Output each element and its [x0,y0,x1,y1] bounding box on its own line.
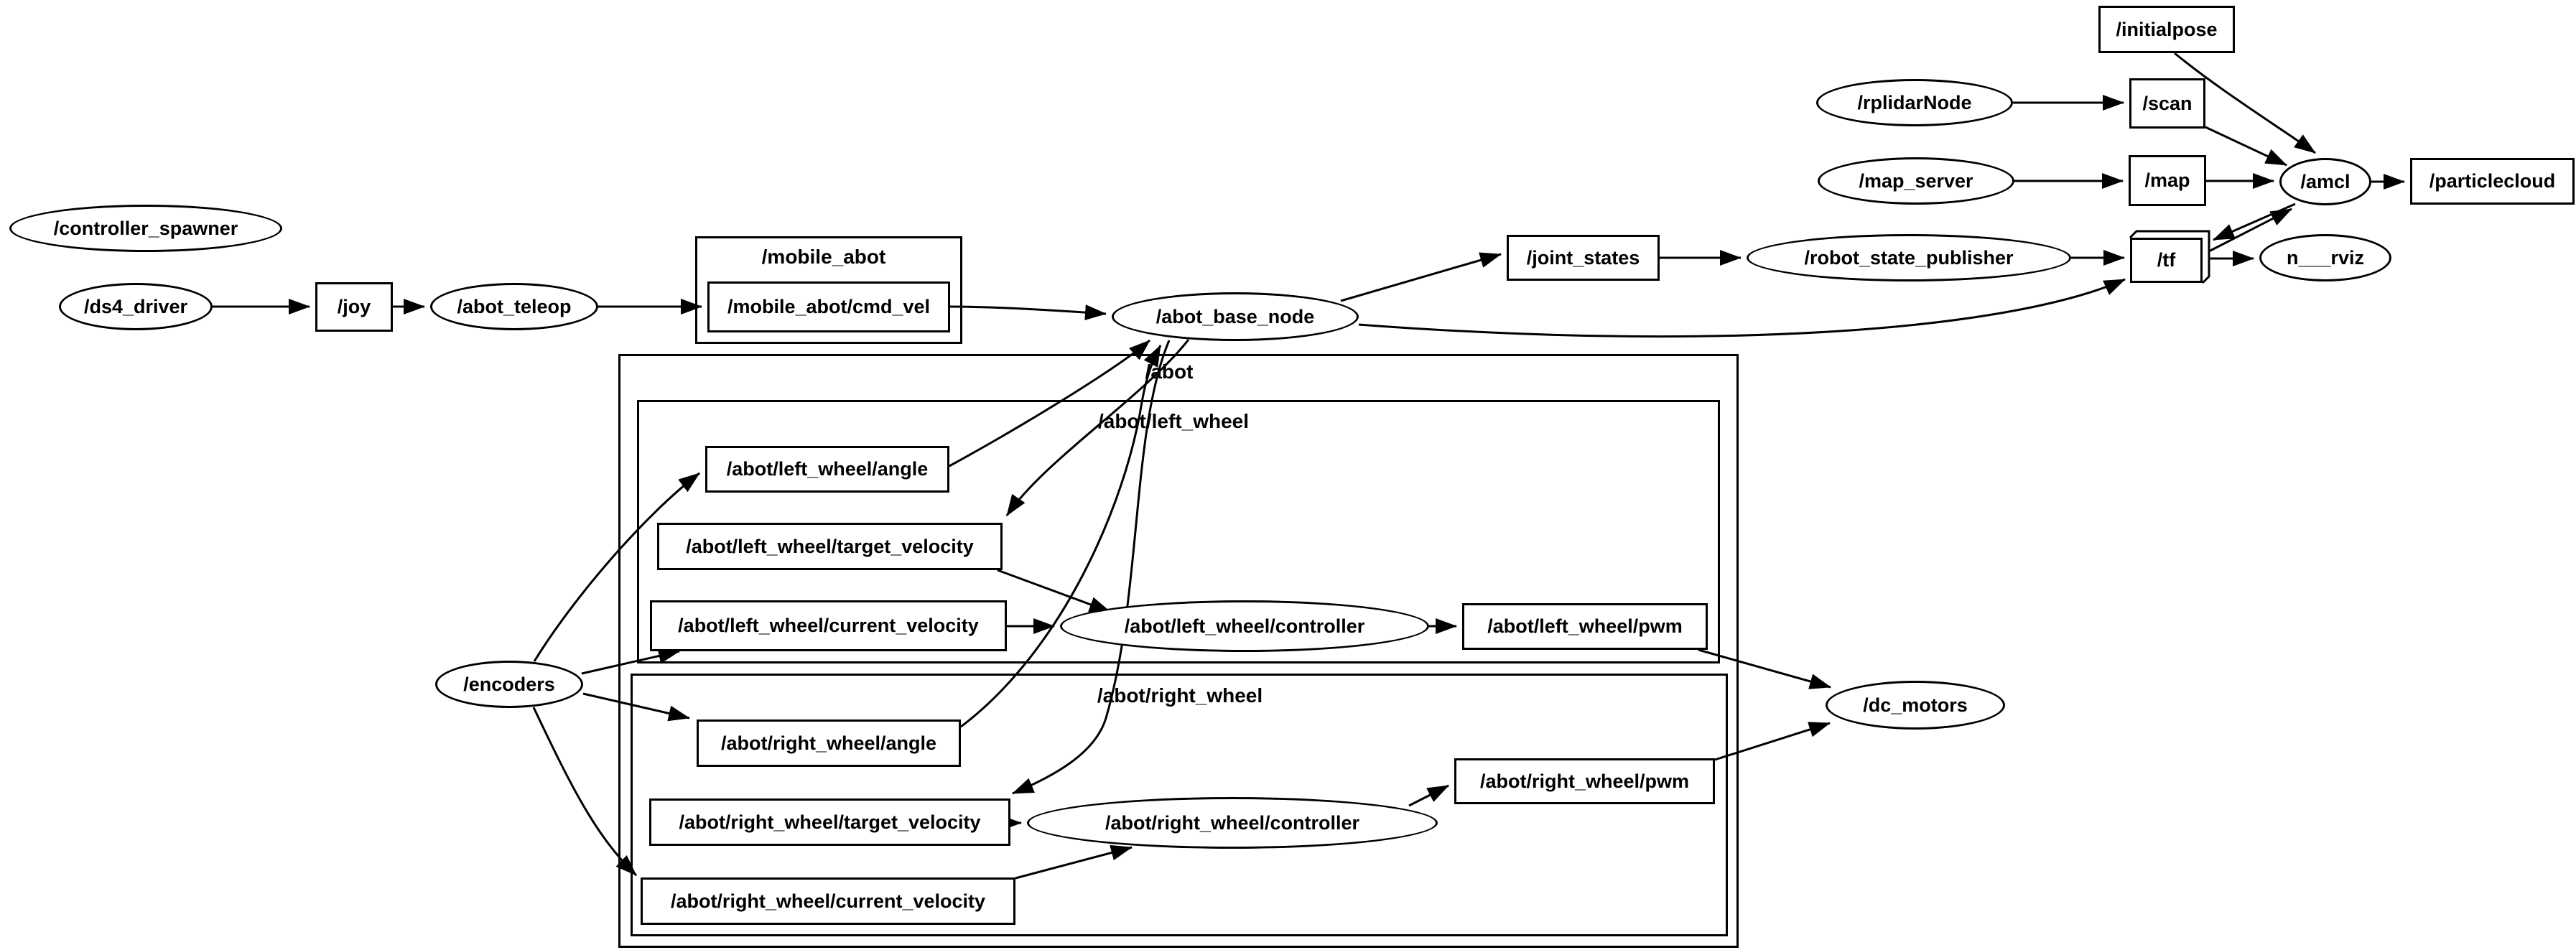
node-dc-motors: /dc_motors [1826,681,2005,730]
topic-left-wheel-angle: /abot/left_wheel/angle [705,446,949,493]
node-abot-teleop: /abot_teleop [430,283,598,330]
node-rplidarNode: /rplidarNode [1816,79,2013,126]
cluster-mobile-abot [695,236,962,344]
cluster-label-abot: /abot [1145,360,1194,383]
edge-right_current_velocity-to-right_wheel_controller [1015,844,1133,880]
topic-mobile-abot-cmd-vel: /mobile_abot/cmd_vel [707,281,950,332]
node-map-server: /map_server [1818,157,2014,205]
topic-left-wheel-pwm: /abot/left_wheel/pwm [1462,603,1708,650]
edge-scan-to-amcl [2205,126,2287,167]
node-rviz: n___rviz [2259,234,2391,281]
edge-abot_base_node-to-left_target_velocity [1005,339,1190,516]
edge-abot_base_node-to-joint_states [1340,252,1502,302]
edge-left_angle-to-abot_base_node [949,339,1150,467]
topic-right-wheel-pwm: /abot/right_wheel/pwm [1454,758,1715,804]
cluster-abot-right-wheel [631,674,1728,936]
edge-encoders-to-left_current_velocity [581,648,680,675]
edge-right_pwm-to-dc_motors [1714,722,1831,761]
edge-encoders-to-left_angle [533,472,700,662]
topic-right-wheel-target-velocity: /abot/right_wheel/target_velocity [649,798,1010,846]
node-amcl: /amcl [2279,158,2371,205]
cluster-label-mobile-abot: /mobile_abot [761,246,886,268]
edge-left_target_velocity-to-left_wheel_controller [997,569,1111,613]
topic-joy: /joy [315,282,393,332]
topic-scan: /scan [2129,78,2205,129]
edge-abot_base_node-to-tf [1358,278,2126,338]
edge-left_pwm-to-dc_motors [1698,648,1831,689]
edge-cmd_vel-to-abot_base_node [949,304,1107,321]
cluster-abot [618,354,1739,948]
node-right-wheel-controller: /abot/right_wheel/controller [1027,797,1438,849]
topic-left-wheel-target-velocity: /abot/left_wheel/target_velocity [657,523,1003,570]
topic-tf: /tf [2130,238,2203,283]
edge-initialpose-to-amcl [2174,52,2316,154]
topic-right-wheel-angle: /abot/right_wheel/angle [697,720,961,767]
edge-encoders-to-right_current_velocity [532,707,638,877]
edge-right_angle-to-abot_base_node [960,345,1162,728]
node-controller-spawner: /controller_spawner [9,205,282,252]
topic-right-wheel-current-velocity: /abot/right_wheel/current_velocity [641,877,1015,925]
topic-initialpose: /initialpose [2098,6,2235,53]
edge-right_wheel_controller-to-right_pwm [1408,784,1449,807]
topic-particlecloud: /particlecloud [2410,158,2575,205]
node-encoders: /encoders [435,661,583,708]
edge-encoders-to-right_angle [582,692,690,722]
edge-tf-to-amcl [2205,208,2292,254]
node-left-wheel-controller: /abot/left_wheel/controller [1060,600,1429,652]
topic-left-wheel-current-velocity: /abot/left_wheel/current_velocity [650,600,1007,651]
node-ds4-driver: /ds4_driver [59,283,213,330]
edge-abot_base_node-to-right_target_velocity [1012,340,1171,795]
node-abot-base-node: /abot_base_node [1112,292,1359,341]
edge-amcl-to-tf [2213,202,2296,241]
node-robot-state-publisher: /robot_state_publisher [1747,234,2071,281]
topic-map: /map [2129,155,2206,206]
cluster-abot-left-wheel [637,400,1720,663]
topic-joint-states: /joint_states [1507,235,1660,281]
cluster-label-abot-right-wheel: /abot/right_wheel [1097,684,1263,707]
cluster-label-abot-left-wheel: /abot/left_wheel [1097,410,1250,432]
